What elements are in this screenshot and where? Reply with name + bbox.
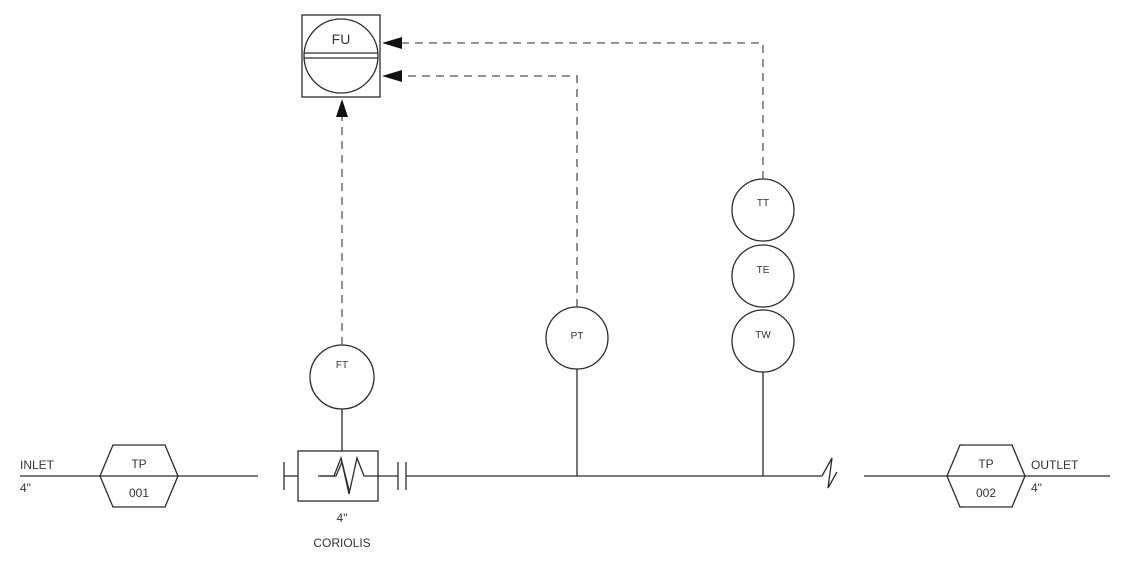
inlet-size: 4" (20, 481, 31, 495)
test-point-tag: TP (131, 457, 146, 471)
coriolis-meter-symbol-inner (320, 459, 350, 491)
test-point-tag: TP (978, 457, 993, 471)
inlet-label: INLET (20, 458, 55, 472)
instrument-bubble (731, 178, 795, 242)
outlet-label: OUTLET (1031, 458, 1079, 472)
coriolis-label: CORIOLIS (313, 536, 370, 550)
temperature-transmitter: TT (731, 178, 795, 242)
function-unit-fu: FU (301, 14, 381, 98)
instrument-tag: FT (336, 360, 348, 371)
flow-transmitter-coriolis: FT (309, 344, 375, 410)
signal-line-pt-to-fu (402, 75, 578, 307)
function-unit-circle (303, 18, 379, 94)
test-point-number: 001 (129, 486, 149, 500)
function-unit-tag: FU (332, 31, 351, 47)
instrument-bubble (731, 244, 795, 308)
outlet-size: 4" (1031, 481, 1042, 495)
coriolis-size: 4" (337, 511, 348, 525)
instrument-tag: TT (757, 198, 769, 209)
arrow-up-icon (336, 99, 348, 117)
thermowell: TW (731, 309, 795, 373)
arrow-left-icon (382, 70, 402, 82)
instrument-bubble (731, 309, 795, 373)
instrument-tag: TW (755, 330, 771, 341)
test-point-001: TP 001 (99, 444, 179, 508)
arrow-left-icon (382, 37, 402, 49)
coriolis-flow-meter (283, 450, 407, 502)
flow-transmitter: PT (545, 306, 609, 370)
instrument-tag: PT (571, 331, 584, 342)
test-point-number: 002 (976, 486, 996, 500)
temperature-element: TE (731, 244, 795, 308)
instrument-tag: TE (757, 265, 770, 276)
pipe-break-symbol (821, 457, 838, 489)
test-point-002: TP 002 (946, 444, 1026, 508)
instrument-bubble (309, 344, 375, 410)
signal-line-tt-to-fu (402, 42, 764, 179)
